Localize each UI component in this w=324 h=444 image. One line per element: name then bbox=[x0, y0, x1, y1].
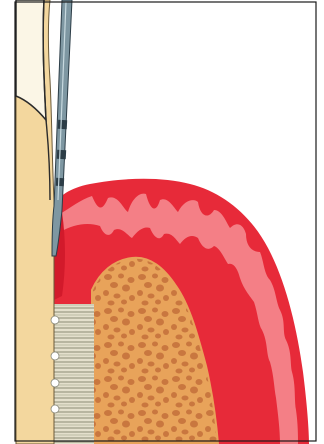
probe-band bbox=[56, 178, 64, 186]
ligament-marker bbox=[51, 316, 59, 324]
periodontal-ligament bbox=[54, 304, 94, 444]
ligament-marker bbox=[51, 352, 59, 360]
ligament-marker bbox=[51, 379, 59, 387]
probe-band bbox=[57, 150, 66, 159]
probe-band bbox=[58, 120, 67, 129]
ligament-marker bbox=[51, 405, 59, 413]
